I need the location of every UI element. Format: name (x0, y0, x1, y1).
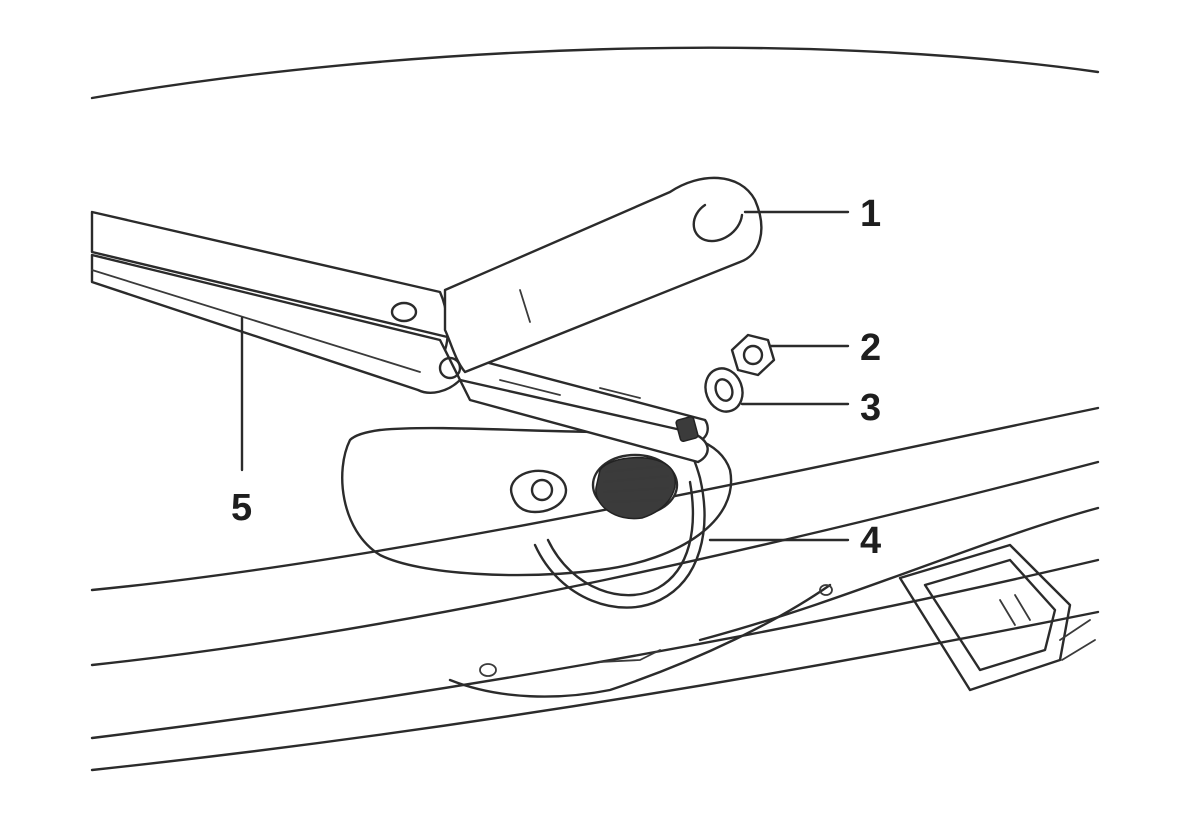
wiper-spindle (591, 453, 679, 520)
cover-cap (443, 176, 763, 374)
callout-1: 1 (860, 193, 881, 235)
callout-5: 5 (231, 487, 252, 529)
callout-3: 3 (860, 387, 881, 429)
nut (730, 333, 776, 377)
callout-4: 4 (860, 520, 881, 562)
washer (704, 367, 744, 413)
tailgate-body (90, 406, 1100, 772)
washer-hose (533, 442, 706, 609)
grommet (509, 469, 567, 514)
spindle-stud (675, 415, 699, 443)
mounting-recess (341, 426, 733, 577)
plate-light-housing (898, 543, 1096, 692)
washer-hose-inner (546, 480, 695, 597)
window-top-edge (90, 46, 1100, 100)
callout-2: 2 (860, 327, 881, 369)
